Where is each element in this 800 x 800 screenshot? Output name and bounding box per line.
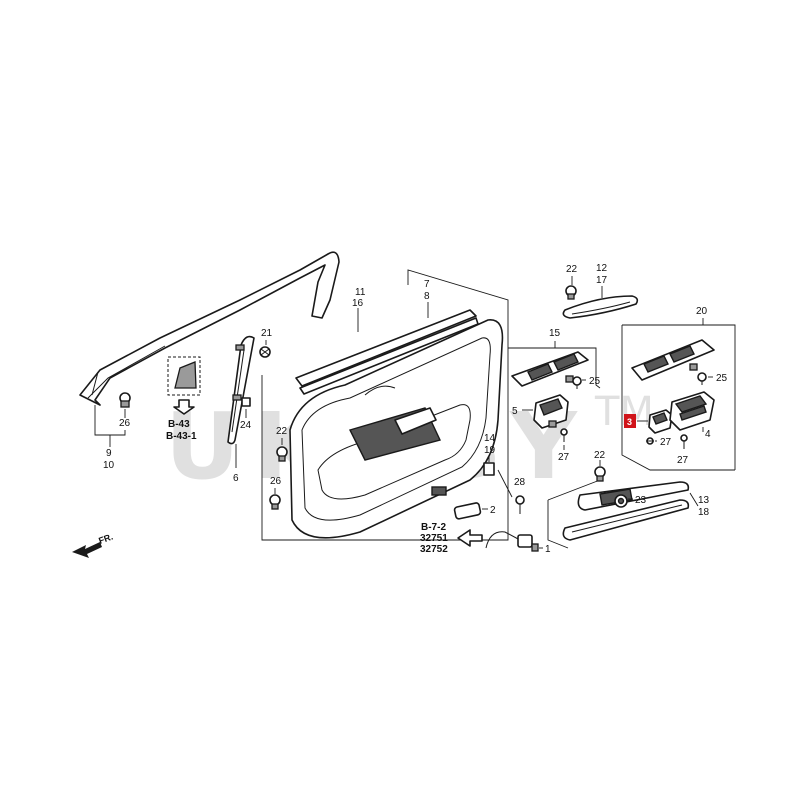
callout-24: 24	[240, 420, 252, 431]
callout-4: 4	[705, 429, 711, 440]
bracket-14	[483, 462, 495, 476]
callout-26a: 26	[119, 418, 131, 429]
sash-molding-part	[79, 251, 340, 406]
callout-22c: 22	[594, 450, 606, 461]
callout-27b: 27	[660, 437, 672, 448]
watermark-tm: TM	[594, 389, 654, 435]
callout-27c: 27	[677, 455, 689, 466]
front-direction-arrow	[72, 542, 102, 558]
switch-group-outline	[508, 347, 601, 389]
callout-10: 10	[103, 460, 115, 471]
screw-27-left	[646, 437, 654, 445]
ref-arrow	[457, 529, 483, 547]
screw-27-right	[680, 434, 688, 449]
clip-26-lower	[269, 494, 281, 510]
callout-26b: 26	[270, 476, 282, 487]
harness-bulb-1	[485, 531, 539, 552]
switch-panel-15-part	[511, 351, 589, 387]
callout-12: 12	[596, 263, 608, 274]
callout-17: 17	[596, 275, 608, 286]
cover-23	[614, 494, 628, 508]
ref-32752: 32752	[420, 544, 448, 555]
sash-clip-26	[119, 392, 131, 408]
callout-28: 28	[514, 477, 526, 488]
switch-panel-20-part	[631, 339, 715, 381]
pillar-garnish-part	[227, 335, 255, 445]
screw-27-middle	[560, 428, 568, 442]
callout-22b: 22	[566, 264, 578, 275]
bolt-21	[259, 346, 271, 358]
screw-28	[515, 495, 525, 514]
callout-6: 6	[233, 473, 239, 484]
callout-2: 2	[490, 505, 496, 516]
reference-box-b43	[167, 356, 201, 415]
ref-b43: B-43	[168, 419, 190, 430]
window-switch-3	[648, 409, 673, 434]
callout-15: 15	[549, 328, 561, 339]
ref-32751: 32751	[420, 533, 448, 544]
callout-11: 11	[355, 287, 366, 298]
clip-22-lower	[594, 466, 606, 482]
callout-14: 14	[484, 433, 496, 444]
beltline-weatherstrip-part	[295, 309, 479, 395]
callout-25b: 25	[716, 373, 728, 384]
clip-22-top	[565, 285, 577, 300]
callout-23: 23	[635, 495, 647, 506]
callout-19: 19	[484, 445, 496, 456]
callout-22a: 22	[276, 426, 288, 437]
callout-7: 7	[424, 279, 430, 290]
callout-9: 9	[106, 448, 112, 459]
switch-group-20-outline	[622, 324, 736, 470]
door-panel-part	[289, 319, 504, 539]
callout-21: 21	[261, 328, 273, 339]
callout-20: 20	[696, 306, 708, 317]
callout-25a: 25	[589, 376, 601, 387]
master-switch-4	[669, 391, 715, 431]
ref-b7-2: B-7-2	[421, 522, 446, 533]
highlight-badge	[624, 414, 636, 428]
callout-3-highlight: 3	[627, 417, 632, 427]
callout-1: 1	[545, 544, 551, 555]
clip-22-left	[276, 446, 288, 462]
door-lining-outline	[261, 269, 509, 541]
ref-b43-1: B-43-1	[166, 431, 197, 442]
courtesy-lens-2	[453, 502, 482, 520]
clip-25-middle	[572, 376, 582, 389]
callout-16: 16	[352, 298, 364, 309]
clip-25-right	[697, 372, 707, 385]
power-window-switch-5	[533, 394, 569, 429]
callout-27a: 27	[558, 452, 570, 463]
pocket-trim-lower-part	[562, 499, 690, 541]
front-direction-label: FR.	[97, 532, 114, 546]
clip-24	[241, 397, 251, 407]
callout-18: 18	[698, 507, 710, 518]
callout-13: 13	[698, 495, 710, 506]
armrest-top-part	[562, 295, 639, 319]
callout-5: 5	[512, 406, 518, 417]
callout-8: 8	[424, 291, 430, 302]
pocket-group-outline	[547, 500, 569, 549]
